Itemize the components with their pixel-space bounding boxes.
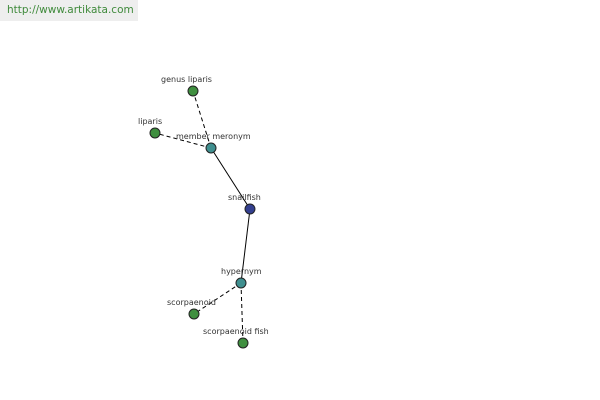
node-marker-member-meronym[interactable] [205, 142, 217, 154]
nodes-layer: snailfish member meronym hypernym genus lip… [138, 75, 269, 349]
url-banner-text[interactable]: http://www.artikata.com [7, 4, 134, 16]
node-label-member-meronym[interactable]: member meronym [176, 132, 251, 141]
node-marker-genus-liparis[interactable] [187, 85, 199, 97]
node-label-genus-liparis[interactable]: genus liparis [161, 75, 212, 84]
node-scorpaenoid-fish[interactable]: scorpaenoid fish [203, 327, 269, 349]
node-marker-liparis[interactable] [149, 127, 161, 139]
node-hypernym[interactable]: hypernym [221, 267, 262, 289]
node-label-snailfish[interactable]: snailfish [228, 193, 261, 202]
node-marker-scorpaenoid[interactable] [188, 308, 200, 320]
edge-hypernym-to-scorpaenoid [193, 282, 242, 315]
edges-layer [154, 90, 251, 344]
node-label-liparis[interactable]: liparis [138, 117, 162, 126]
node-snailfish[interactable]: snailfish [228, 193, 261, 215]
edge-snailfish-to-member-meronym [210, 147, 251, 210]
node-marker-hypernym[interactable] [235, 277, 247, 289]
edge-hypernym-to-scorpaenoid-fish [240, 282, 244, 344]
node-label-scorpaenoid-fish[interactable]: scorpaenoid fish [203, 327, 269, 336]
edge-snailfish-to-hypernym [240, 208, 251, 284]
node-member-meronym[interactable]: member meronym [176, 132, 251, 154]
node-label-scorpaenoid[interactable]: scorpaenoid [167, 298, 216, 307]
url-banner[interactable]: http://www.artikata.com [0, 0, 138, 21]
node-scorpaenoid[interactable]: scorpaenoid [167, 298, 216, 320]
edge-member-meronym-to-liparis [154, 132, 212, 149]
edge-member-meronym-to-genus-liparis [192, 90, 212, 149]
node-liparis[interactable]: liparis [138, 117, 162, 139]
node-marker-scorpaenoid-fish[interactable] [237, 337, 249, 349]
node-label-hypernym[interactable]: hypernym [221, 267, 262, 276]
node-marker-snailfish[interactable] [244, 203, 256, 215]
node-genus-liparis[interactable]: genus liparis [161, 75, 212, 97]
